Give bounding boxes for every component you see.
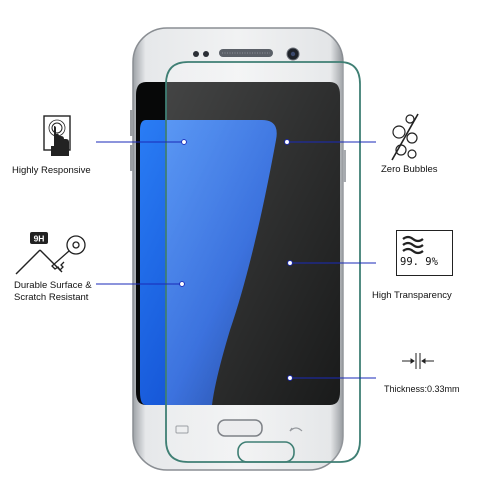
label-durable-line1: Durable Surface & (14, 280, 92, 291)
bubbles-icon (391, 113, 419, 161)
light-transmission-icon: 99. 9% (396, 230, 453, 276)
touch-finger-icon (43, 115, 71, 156)
protector-home-cutout (237, 441, 295, 463)
front-sensor (193, 51, 199, 57)
screen-protector (165, 61, 361, 463)
scratch-key-icon: 9H (15, 232, 86, 275)
transparency-value: 99. 9% (400, 256, 438, 268)
label-thickness: Thickness:0.33mm (384, 383, 460, 395)
label-durable-line2: Scratch Resistant (14, 292, 89, 303)
thickness-value: 0.33mm (427, 384, 460, 394)
earpiece (219, 49, 273, 57)
label-high-transparency: High Transparency (372, 290, 452, 301)
thickness-label: Thickness: (384, 384, 428, 394)
label-highly-responsive: Highly Responsive (12, 165, 91, 176)
thickness-arrows-icon (402, 353, 434, 369)
label-zero-bubbles: Zero Bubbles (381, 164, 438, 175)
hardness-badge: 9H (34, 234, 45, 244)
